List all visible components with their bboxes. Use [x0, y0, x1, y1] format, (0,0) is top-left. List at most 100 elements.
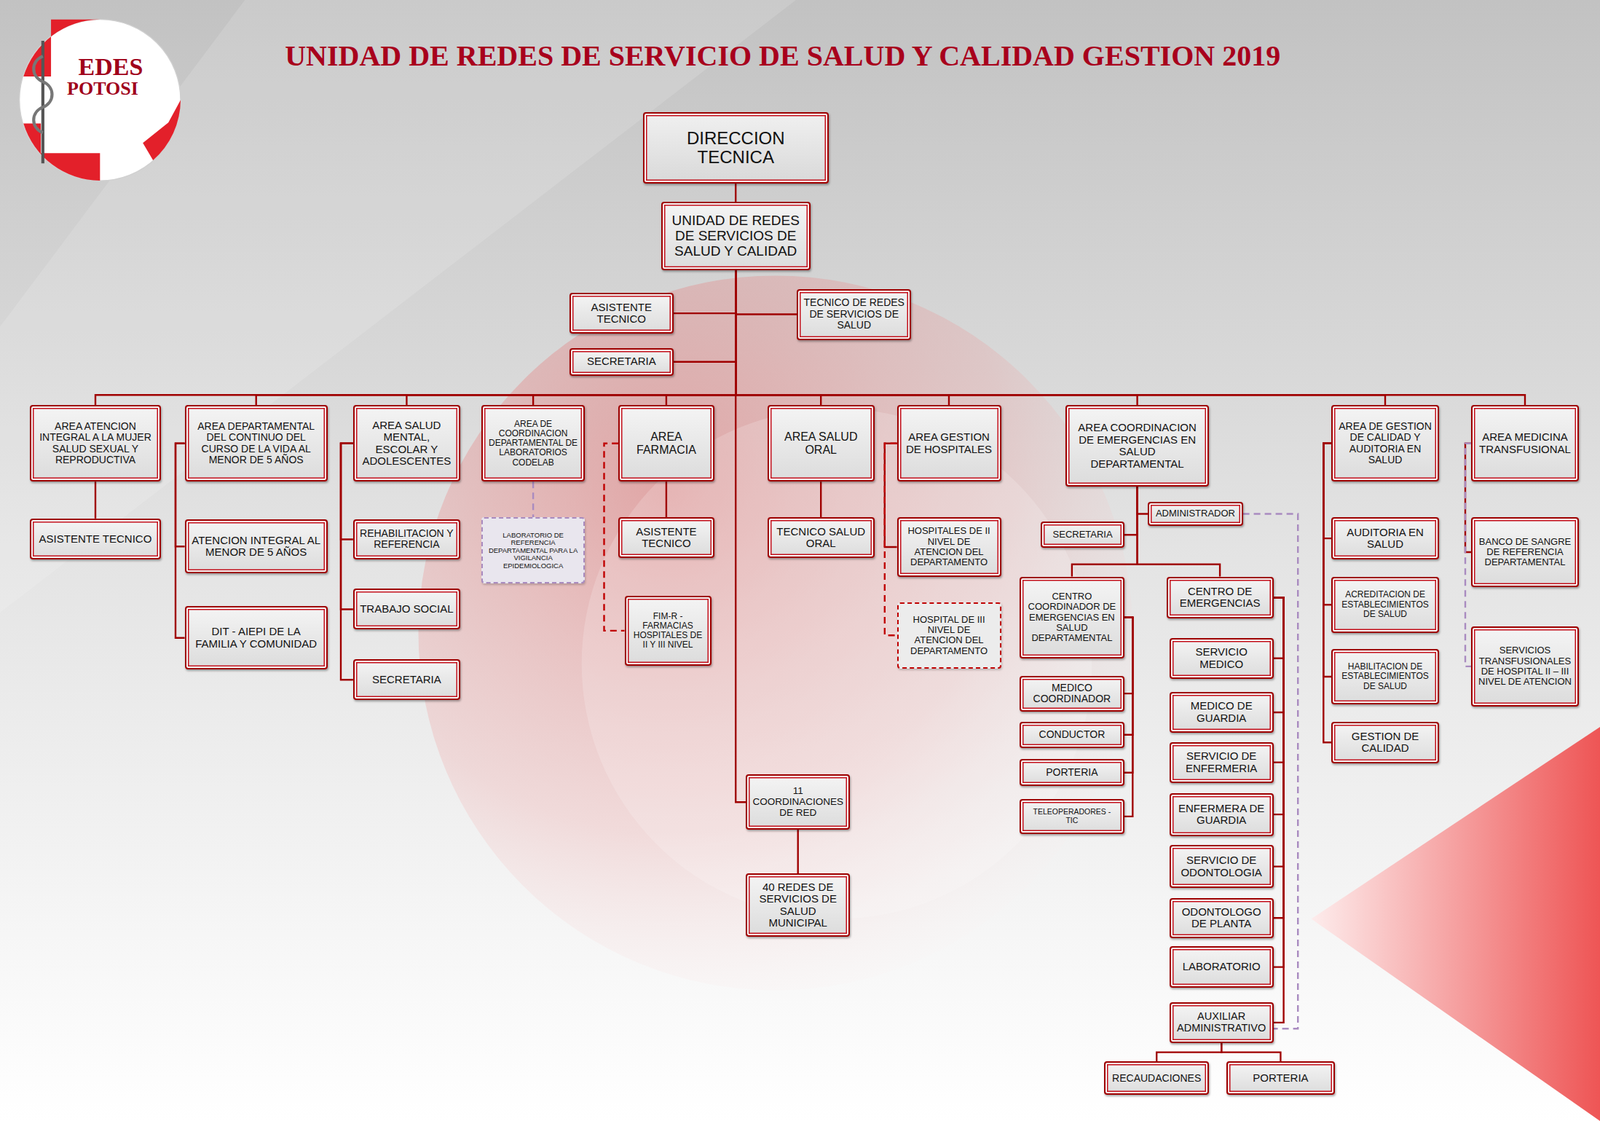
connector — [1273, 597, 1284, 1023]
box-label: CONDUCTOR — [1026, 728, 1118, 740]
logo-text: POTOSI — [67, 77, 139, 100]
box-label: HOSPITAL DE III NIVEL DE ATENCION DEL DE… — [903, 614, 995, 657]
org-box: 40 REDES DE SERVICIOS DE SALUD MUNICIPAL — [745, 873, 850, 937]
connector — [340, 443, 354, 680]
org-box: AREA ATENCION INTEGRAL A LA MUJER SALUD … — [29, 404, 162, 482]
org-box: HOSPITALES DE II NIVEL DE ATENCION DEL D… — [897, 517, 1002, 577]
connector — [1124, 617, 1133, 773]
connector — [1323, 443, 1332, 677]
org-box: ASISTENTE TECNICO — [569, 292, 674, 334]
box-label: 11 COORDINACIONES DE RED — [752, 785, 844, 819]
box-label: UNIDAD DE REDES DE SERVICIOS DE SALUD Y … — [667, 213, 805, 260]
org-box: SERVICIOS TRANSFUSIONALES DE HOSPITAL II… — [1471, 626, 1579, 706]
org-box: AREA SALUD ORAL — [767, 404, 875, 482]
org-box: CENTRO DE EMERGENCIAS — [1166, 576, 1274, 619]
org-box: BANCO DE SANGRE DE REFERENCIA DEPARTAMEN… — [1471, 517, 1579, 587]
connector — [884, 443, 898, 547]
org-box: HABILITACION DE ESTABLECIMIENTOS DE SALU… — [1331, 648, 1439, 705]
org-box: MEDICO DE GUARDIA — [1169, 691, 1274, 733]
box-label: TECNICO DE REDES DE SERVICIOS DE SALUD — [803, 297, 905, 331]
connector — [1273, 597, 1284, 866]
connector — [1323, 443, 1332, 539]
box-label: ODONTOLOGO DE PLANTA — [1176, 905, 1268, 930]
org-box: UNIDAD DE REDES DE SERVICIOS DE SALUD Y … — [661, 201, 811, 271]
box-label: ASISTENTE TECNICO — [576, 301, 668, 326]
connector — [735, 270, 1137, 405]
box-label: REHABILITACION Y REFERENCIA — [359, 527, 454, 551]
connector — [735, 270, 1525, 405]
org-box: AREA SALUD MENTAL, ESCOLAR Y ADOLESCENTE… — [353, 404, 461, 482]
box-label: AREA MEDICINA TRANSFUSIONAL — [1477, 431, 1572, 456]
box-label: ENFERMERA DE GUARDIA — [1176, 802, 1268, 827]
connector — [1221, 1042, 1281, 1062]
org-box: AUDITORIA EN SALUD — [1331, 517, 1439, 559]
box-label: LABORATORIO DE REFERENCIA DEPARTAMENTAL … — [487, 531, 579, 570]
box-label: CENTRO DE EMERGENCIAS — [1173, 585, 1268, 610]
org-box: AREA DE COORDINACION DEPARTAMENTAL DE LA… — [481, 404, 585, 482]
box-label: AREA COORDINACION DE EMERGENCIAS EN SALU… — [1072, 421, 1204, 470]
org-box: PORTERIA — [1226, 1061, 1335, 1095]
org-box: AREA FARMACIA — [618, 404, 715, 482]
box-label: DIRECCION TECNICA — [649, 128, 823, 168]
logo-text: EDES — [78, 53, 144, 81]
connector — [1273, 597, 1284, 658]
box-label: GESTION DE CALIDAD — [1337, 730, 1432, 755]
org-box: SECRETARIA — [353, 659, 461, 700]
org-box: DIRECCION TECNICA — [643, 112, 829, 184]
org-box: AREA COORDINACION DE EMERGENCIAS EN SALU… — [1065, 404, 1210, 487]
box-label: LABORATORIO — [1176, 960, 1268, 973]
connector — [735, 270, 949, 405]
org-box: ODONTOLOGO DE PLANTA — [1169, 897, 1274, 939]
org-box: SECRETARIA — [569, 348, 674, 376]
connector — [340, 443, 354, 540]
connector — [175, 443, 185, 547]
chart-title: UNIDAD DE REDES DE SERVICIO DE SALUD Y C… — [284, 38, 1281, 73]
connector — [406, 270, 736, 405]
box-label: PORTERIA — [1232, 1072, 1329, 1085]
org-box: CONDUCTOR — [1019, 721, 1125, 748]
box-label: DIT - AIEPI DE LA FAMILIA Y COMUNIDAD — [191, 625, 322, 650]
box-label: ATENCION INTEGRAL AL MENOR DE 5 AÑOS — [191, 534, 322, 559]
box-label: SERVICIO MEDICO — [1176, 645, 1268, 671]
box-label: SECRETARIA — [576, 355, 668, 368]
box-label: SERVICIO DE ENFERMERIA — [1176, 750, 1268, 775]
org-box: SERVICIO DE ENFERMERIA — [1169, 742, 1274, 783]
box-label: AUXILIAR ADMINISTRATIVO — [1176, 1010, 1268, 1035]
org-box: LABORATORIO DE REFERENCIA DEPARTAMENTAL … — [481, 517, 585, 584]
org-box: FIM-R - FARMACIAS HOSPITALES DE II Y III… — [624, 595, 712, 665]
org-box: MEDICO COORDINADOR — [1019, 675, 1125, 712]
connector — [533, 270, 736, 405]
connector — [1273, 597, 1284, 918]
box-label: FIM-R - FARMACIAS HOSPITALES DE II Y III… — [631, 611, 705, 651]
org-box: RECAUDACIONES — [1104, 1061, 1209, 1095]
box-label: AREA DEPARTAMENTAL DEL CONTINUO DEL CURS… — [191, 420, 322, 467]
box-label: SECRETARIA — [1047, 529, 1118, 540]
org-box: ENFERMERA DE GUARDIA — [1169, 793, 1274, 837]
org-box: ASISTENTE TECNICO — [618, 517, 715, 558]
org-box: TECNICO SALUD ORAL — [767, 517, 875, 558]
box-label: TECNICO SALUD ORAL — [774, 525, 869, 550]
connector — [734, 183, 737, 202]
connector — [666, 270, 736, 405]
box-label: TRABAJO SOCIAL — [359, 603, 454, 616]
org-box: AREA MEDICINA TRANSFUSIONAL — [1471, 404, 1579, 482]
box-label: SECRETARIA — [359, 673, 454, 687]
box-label: AREA ATENCION INTEGRAL A LA MUJER SALUD … — [36, 420, 156, 467]
connector — [1273, 597, 1284, 762]
org-box: TELEOPERADORES - TIC — [1019, 798, 1125, 834]
org-box: SECRETARIA — [1040, 521, 1125, 548]
org-box: AUXILIAR ADMINISTRATIVO — [1169, 1002, 1274, 1043]
connector — [1465, 443, 1472, 667]
connector — [665, 481, 668, 518]
org-box: LABORATORIO — [1169, 946, 1274, 988]
connector — [1124, 617, 1133, 817]
box-label: HABILITACION DE ESTABLECIMIENTOS DE SALU… — [1337, 661, 1432, 692]
box-label: ASISTENTE TECNICO — [36, 533, 156, 546]
org-box: SERVICIO MEDICO — [1169, 637, 1274, 679]
org-box: ASISTENTE TECNICO — [29, 518, 162, 560]
connector — [735, 270, 1386, 405]
box-label: AREA SALUD ORAL — [774, 430, 869, 456]
box-label: ASISTENTE TECNICO — [624, 525, 708, 550]
connector — [884, 443, 898, 636]
